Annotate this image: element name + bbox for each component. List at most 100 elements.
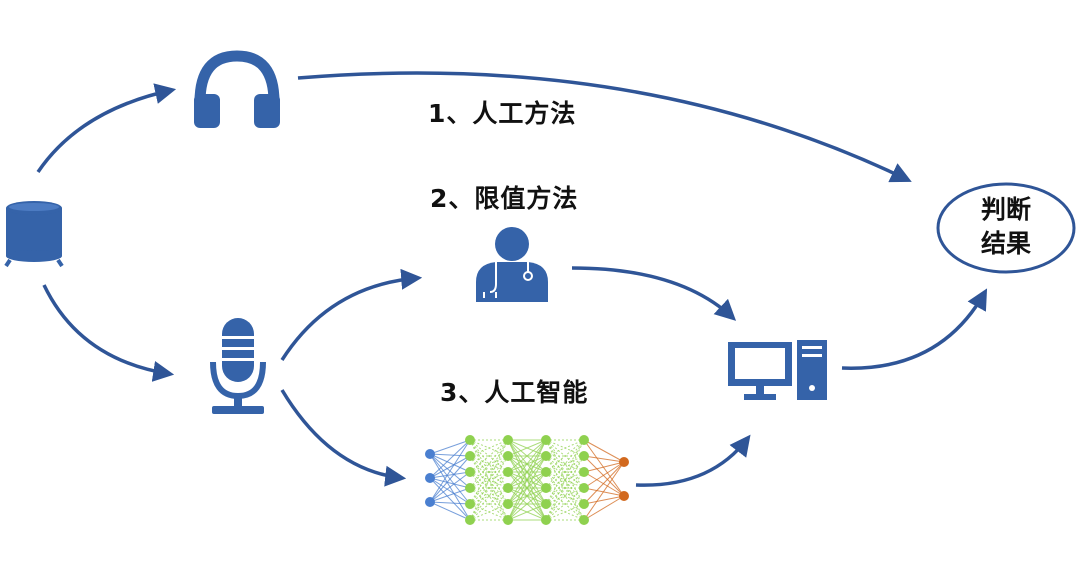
- network-edge: [507, 455, 547, 521]
- network-edge: [429, 439, 471, 503]
- network-node: [425, 449, 435, 459]
- flow-arrows: [36, 71, 988, 487]
- network-edge: [429, 455, 471, 503]
- network-node: [541, 467, 551, 477]
- network-node: [541, 499, 551, 509]
- computer-icon: [728, 340, 827, 400]
- network-node: [503, 499, 513, 509]
- network-edge: [507, 471, 547, 521]
- network-edge: [507, 439, 547, 457]
- network-edge: [545, 455, 585, 473]
- network-edge: [545, 439, 585, 457]
- network-edge: [545, 439, 585, 505]
- network-node: [541, 451, 551, 461]
- network-node: [465, 499, 475, 509]
- doctor-icon: [476, 227, 548, 302]
- network-edge: [545, 439, 585, 521]
- network-edge: [545, 487, 585, 505]
- result-line-2: 结果: [980, 229, 1031, 258]
- network-edge: [469, 487, 509, 505]
- network-edge: [429, 453, 471, 473]
- network-edge: [429, 477, 471, 505]
- result-text: 判断 结果: [966, 193, 1046, 261]
- network-edge: [583, 455, 625, 497]
- arrow-tank-to-headphones: [36, 83, 177, 173]
- network-edge: [429, 471, 471, 503]
- network-edge: [469, 455, 509, 473]
- network-node: [425, 473, 435, 483]
- network-edge: [469, 439, 509, 473]
- network-edge: [583, 487, 625, 497]
- network-node: [579, 515, 589, 525]
- network-edge: [469, 439, 509, 457]
- network-node: [619, 457, 629, 467]
- network-node: [465, 467, 475, 477]
- tank-icon: [4, 201, 64, 268]
- network-edge: [469, 439, 509, 505]
- network-node: [425, 497, 435, 507]
- network-edge: [507, 503, 547, 521]
- network-edge: [583, 439, 625, 497]
- network-node: [503, 451, 513, 461]
- network-edge: [507, 439, 547, 489]
- network-edge: [507, 439, 547, 473]
- network-node: [503, 515, 513, 525]
- network-edge: [469, 503, 509, 521]
- network-edge: [583, 471, 625, 497]
- method-1-label: 1、人工方法: [428, 99, 577, 128]
- microphone-icon: [210, 318, 266, 414]
- arrow-tank-to-microphone: [42, 284, 175, 382]
- network-edge: [429, 453, 471, 457]
- arrow-headphones-to-result: [297, 71, 912, 183]
- network-node: [579, 451, 589, 461]
- network-edge: [583, 495, 625, 505]
- network-edge: [429, 455, 471, 479]
- neural-network-icon: [425, 435, 629, 525]
- method-3-label: 3、人工智能: [440, 378, 589, 407]
- network-edge: [469, 455, 509, 521]
- network-edge: [583, 495, 625, 521]
- network-edge: [583, 455, 625, 463]
- network-node: [541, 515, 551, 525]
- network-edge: [469, 439, 509, 521]
- method-2-label: 2、限值方法: [430, 184, 579, 213]
- network-edge: [583, 461, 625, 489]
- network-edge: [545, 487, 585, 521]
- arrow-network-to-computer: [635, 434, 751, 487]
- network-node: [579, 499, 589, 509]
- network-edge: [583, 461, 625, 521]
- network-edge: [507, 439, 547, 505]
- network-edge: [429, 501, 471, 521]
- result-line-1: 判断: [980, 195, 1031, 224]
- network-node: [465, 483, 475, 493]
- arrow-computer-to-result: [841, 288, 988, 370]
- network-node: [619, 491, 629, 501]
- network-edge: [583, 439, 625, 463]
- network-edge: [429, 439, 471, 455]
- arrow-microphone-to-doctor: [280, 268, 423, 361]
- network-node: [541, 435, 551, 445]
- network-edge: [507, 487, 547, 521]
- network-node: [503, 467, 513, 477]
- arrow-microphone-to-network: [280, 389, 407, 487]
- network-edge: [429, 477, 471, 489]
- network-edge: [429, 477, 471, 521]
- network-edge: [545, 503, 585, 521]
- network-edge: [429, 471, 471, 479]
- network-node: [503, 435, 513, 445]
- network-edge: [583, 461, 625, 473]
- network-edge: [545, 439, 585, 473]
- network-node: [465, 435, 475, 445]
- network-edge: [429, 501, 471, 505]
- network-edge: [507, 439, 547, 521]
- result-ellipse: [936, 182, 1076, 274]
- network-node: [541, 483, 551, 493]
- network-node: [465, 451, 475, 461]
- network-edge: [545, 455, 585, 521]
- network-node: [579, 483, 589, 493]
- network-edge: [429, 439, 471, 479]
- network-node: [579, 435, 589, 445]
- arrow-doctor-to-computer: [571, 266, 737, 321]
- network-node: [503, 483, 513, 493]
